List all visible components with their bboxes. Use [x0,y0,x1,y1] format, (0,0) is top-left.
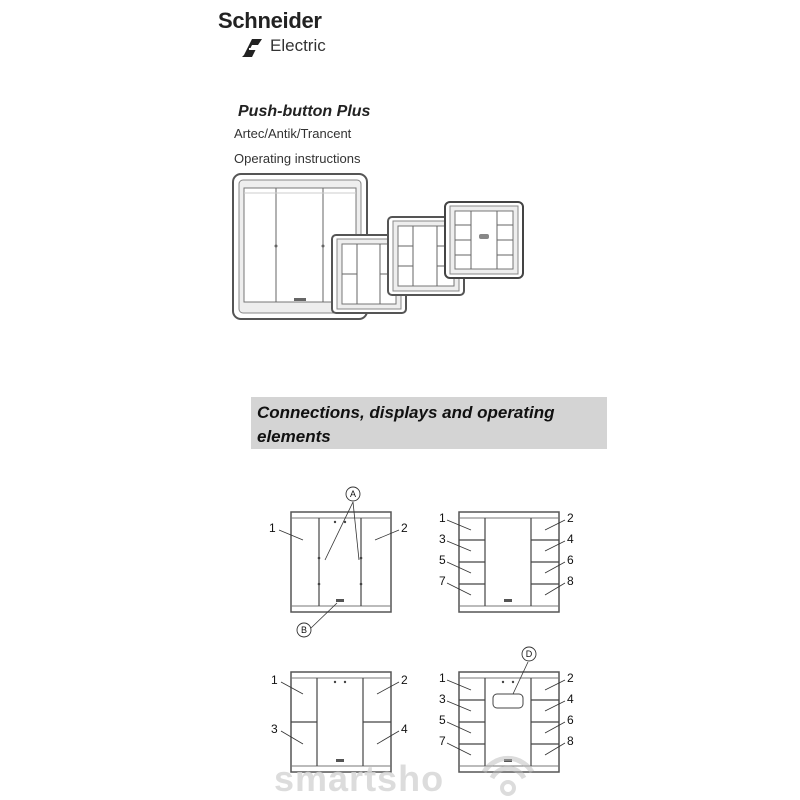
connection-diagrams: .plate { fill: #fff; stroke: #555; strok… [269,486,574,773]
diagram-two-button: 1 2 A B [269,486,408,638]
diagram-eight-button: 1 2 3 4 5 6 7 8 [439,511,574,613]
callout-a-marker [345,486,361,502]
diagram2-label-4: 4 [567,532,574,546]
diagram4-label-1: 1 [439,671,446,685]
diagram2-label-1: 1 [439,511,446,525]
product-illustration [232,173,524,320]
document-variants: Artec/Antik/Trancent [234,126,352,141]
diagram3-label-3: 3 [271,722,278,736]
diagram2-label-6: 6 [567,553,574,567]
callout-a-label: A [350,489,356,499]
diagram4-label-3: 3 [439,692,446,706]
diagram2-label-8: 8 [567,574,574,588]
section-heading-bar: Connections, displays and operating elem… [251,397,607,449]
diagram4-label-2: 2 [567,671,574,685]
diagram2-label-5: 5 [439,553,446,567]
diagram3-label-4: 4 [401,722,408,736]
logo-sub-text: Electric [270,36,326,55]
diagram2-label-2: 2 [567,511,574,525]
diagram4-label-7: 7 [439,734,446,748]
section-heading: Connections, displays and operating elem… [257,403,555,446]
diagram-eight-button-display: D 1 2 3 4 5 6 7 8 [439,646,574,773]
schneider-logo-icon [242,39,262,57]
display-window [492,693,524,709]
diagram1-label-2: 2 [401,521,408,535]
diagram4-label-6: 6 [567,713,574,727]
diagram4-label-5: 5 [439,713,446,727]
watermark-wifi-icon [481,755,535,796]
watermark-text: smartsho [274,758,445,799]
diagram4-label-8: 8 [567,734,574,748]
callout-b-marker [296,622,312,638]
document-subtitle: Operating instructions [234,151,361,166]
diagram4-label-4: 4 [567,692,574,706]
diagram2-label-3: 3 [439,532,446,546]
logo-brand-text: Schneider [218,8,322,33]
diagram3-label-2: 2 [401,673,408,687]
diagram2-label-7: 7 [439,574,446,588]
schneider-logo: Schneider Electric [218,8,348,60]
callout-d-marker [521,646,537,662]
diagram1-label-1: 1 [269,521,276,535]
callout-b-label: B [301,625,307,635]
callout-d-label: D [526,649,533,659]
document-title: Push-button Plus [238,103,371,120]
display-pushbutton-image [444,201,524,279]
diagram3-label-1: 1 [271,673,278,687]
diagram-four-button: 1 2 3 4 [271,671,408,773]
